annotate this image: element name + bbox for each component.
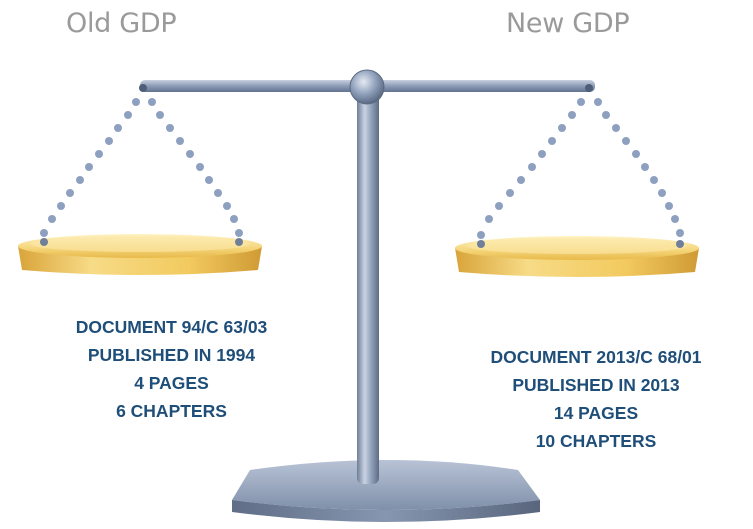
new-document-published: PUBLISHED IN 2013 <box>512 375 680 395</box>
scale-pole <box>357 92 379 484</box>
new-document-info: DOCUMENT 2013/C 68/01 PUBLISHED IN 2013 … <box>443 343 749 455</box>
new-document-number: DOCUMENT 2013/C 68/01 <box>490 347 702 367</box>
old-document-published: PUBLISHED IN 1994 <box>87 345 256 365</box>
old-document-chapters: 6 CHAPTERS <box>116 401 227 421</box>
old-document-number: DOCUMENT 94/C 63/03 <box>75 317 268 337</box>
scale-hub <box>349 69 385 105</box>
left-pan <box>18 234 262 275</box>
right-pan <box>455 236 699 277</box>
old-document-pages: 4 PAGES <box>134 373 209 393</box>
beam-end-right <box>585 84 593 92</box>
new-document-pages: 14 PAGES <box>553 403 639 423</box>
new-gdp-heading: New GDP <box>506 8 630 39</box>
left-chain <box>40 98 243 237</box>
right-chain <box>477 98 684 239</box>
new-document-chapters: 10 CHAPTERS <box>535 431 657 451</box>
old-gdp-heading: Old GDP <box>66 8 177 39</box>
beam-end-left <box>139 84 147 92</box>
scale-base <box>232 460 540 522</box>
old-document-info: DOCUMENT 94/C 63/03 PUBLISHED IN 1994 4 … <box>20 313 323 425</box>
